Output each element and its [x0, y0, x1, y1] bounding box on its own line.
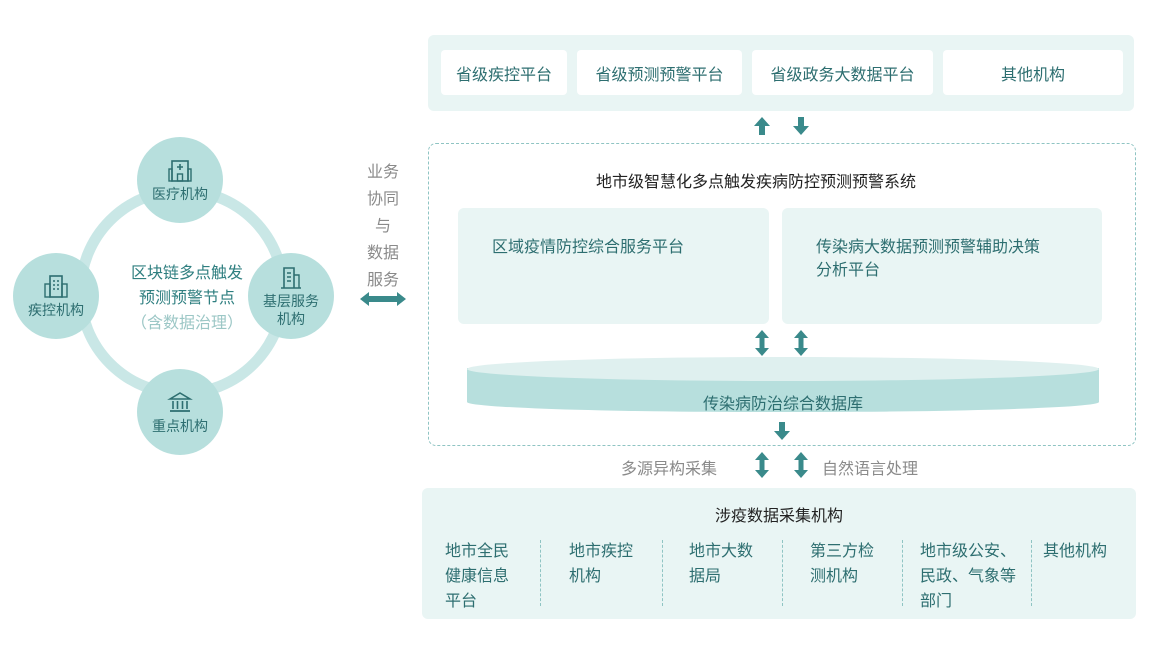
mid-text-1: 业务 [366, 162, 399, 181]
mid-text-4: 数据 [366, 243, 399, 262]
ring-center-subtitle: （含数据治理） [130, 313, 243, 332]
system-title: 地市级智慧化多点触发疾病防控预测预警系统 [595, 172, 916, 191]
divider [902, 540, 903, 606]
source-bigdata-bureau: 地市大数 据局 [689, 541, 754, 585]
node-key: 重点机构 [137, 369, 223, 455]
horizontal-double-arrow-icon [360, 292, 406, 306]
regional-service-platform: 区域疫情防控综合服务平台 [458, 208, 769, 324]
ring-center-text: 区块链多点触发 预测预警节点 （含数据治理） [112, 260, 262, 335]
vertical-double-arrow-icon [794, 330, 808, 356]
provincial-bigdata-platform: 省级政务大数据平台 [752, 50, 933, 95]
source-police-civil-weather: 地市级公安、 民政、气象等 部门 [920, 541, 1017, 610]
node-primary: 基层服务 机构 [248, 253, 334, 339]
mid-text-2: 协同 [366, 189, 399, 208]
collection-title: 涉疫数据采集机构 [714, 506, 843, 525]
ring-center-title-2: 预测预警节点 [138, 288, 235, 307]
multi-source-collection-label: 多源异构采集 [621, 459, 718, 478]
collection-orgs-panel [422, 488, 1136, 619]
city-system-box [428, 143, 1136, 446]
ring-center-title-1: 区块链多点触发 [130, 263, 243, 282]
database-cylinder-top [467, 357, 1099, 381]
vertical-double-arrow-icon [755, 330, 769, 356]
infectious-disease-decision-platform: 传染病大数据预测预警辅助决策 分析平台 [782, 208, 1102, 324]
up-arrow-icon [754, 117, 770, 135]
node-cdc-label: 疾控机构 [28, 302, 84, 319]
mid-text-5: 服务 [366, 270, 399, 289]
divider [782, 540, 783, 606]
node-medical: 医疗机构 [137, 137, 223, 223]
node-cdc: 疾控机构 [13, 253, 99, 339]
source-health-platform: 地市全民 健康信息 平台 [445, 541, 510, 610]
vertical-double-arrow-icon [794, 452, 808, 478]
provincial-warning-platform: 省级预测预警平台 [577, 50, 742, 95]
building-icon [44, 274, 68, 298]
hospital-icon [168, 159, 192, 182]
database-label: 传染病防治综合数据库 [702, 394, 863, 413]
provincial-cdc-platform: 省级疾控平台 [441, 50, 567, 95]
mid-text-3: 与 [374, 216, 391, 235]
source-city-cdc: 地市疾控 机构 [569, 541, 634, 585]
node-key-label: 重点机构 [152, 418, 208, 435]
node-primary-label: 基层服务 机构 [263, 293, 319, 328]
node-medical-label: 医疗机构 [152, 186, 208, 203]
bank-icon [167, 391, 193, 412]
source-other-orgs: 其他机构 [1043, 541, 1108, 560]
down-arrow-icon [793, 117, 809, 135]
divider [662, 540, 663, 606]
divider [1031, 540, 1032, 606]
vertical-double-arrow-icon [755, 452, 769, 478]
service-collab-label: 业务 协同 与 数据 服务 [363, 158, 403, 293]
divider [540, 540, 541, 606]
provincial-other-orgs: 其他机构 [943, 50, 1123, 95]
down-arrow-icon [774, 422, 790, 440]
source-third-party-testing: 第三方检 测机构 [810, 541, 875, 585]
nlp-label: 自然语言处理 [822, 459, 919, 478]
office-building-icon [281, 266, 301, 289]
